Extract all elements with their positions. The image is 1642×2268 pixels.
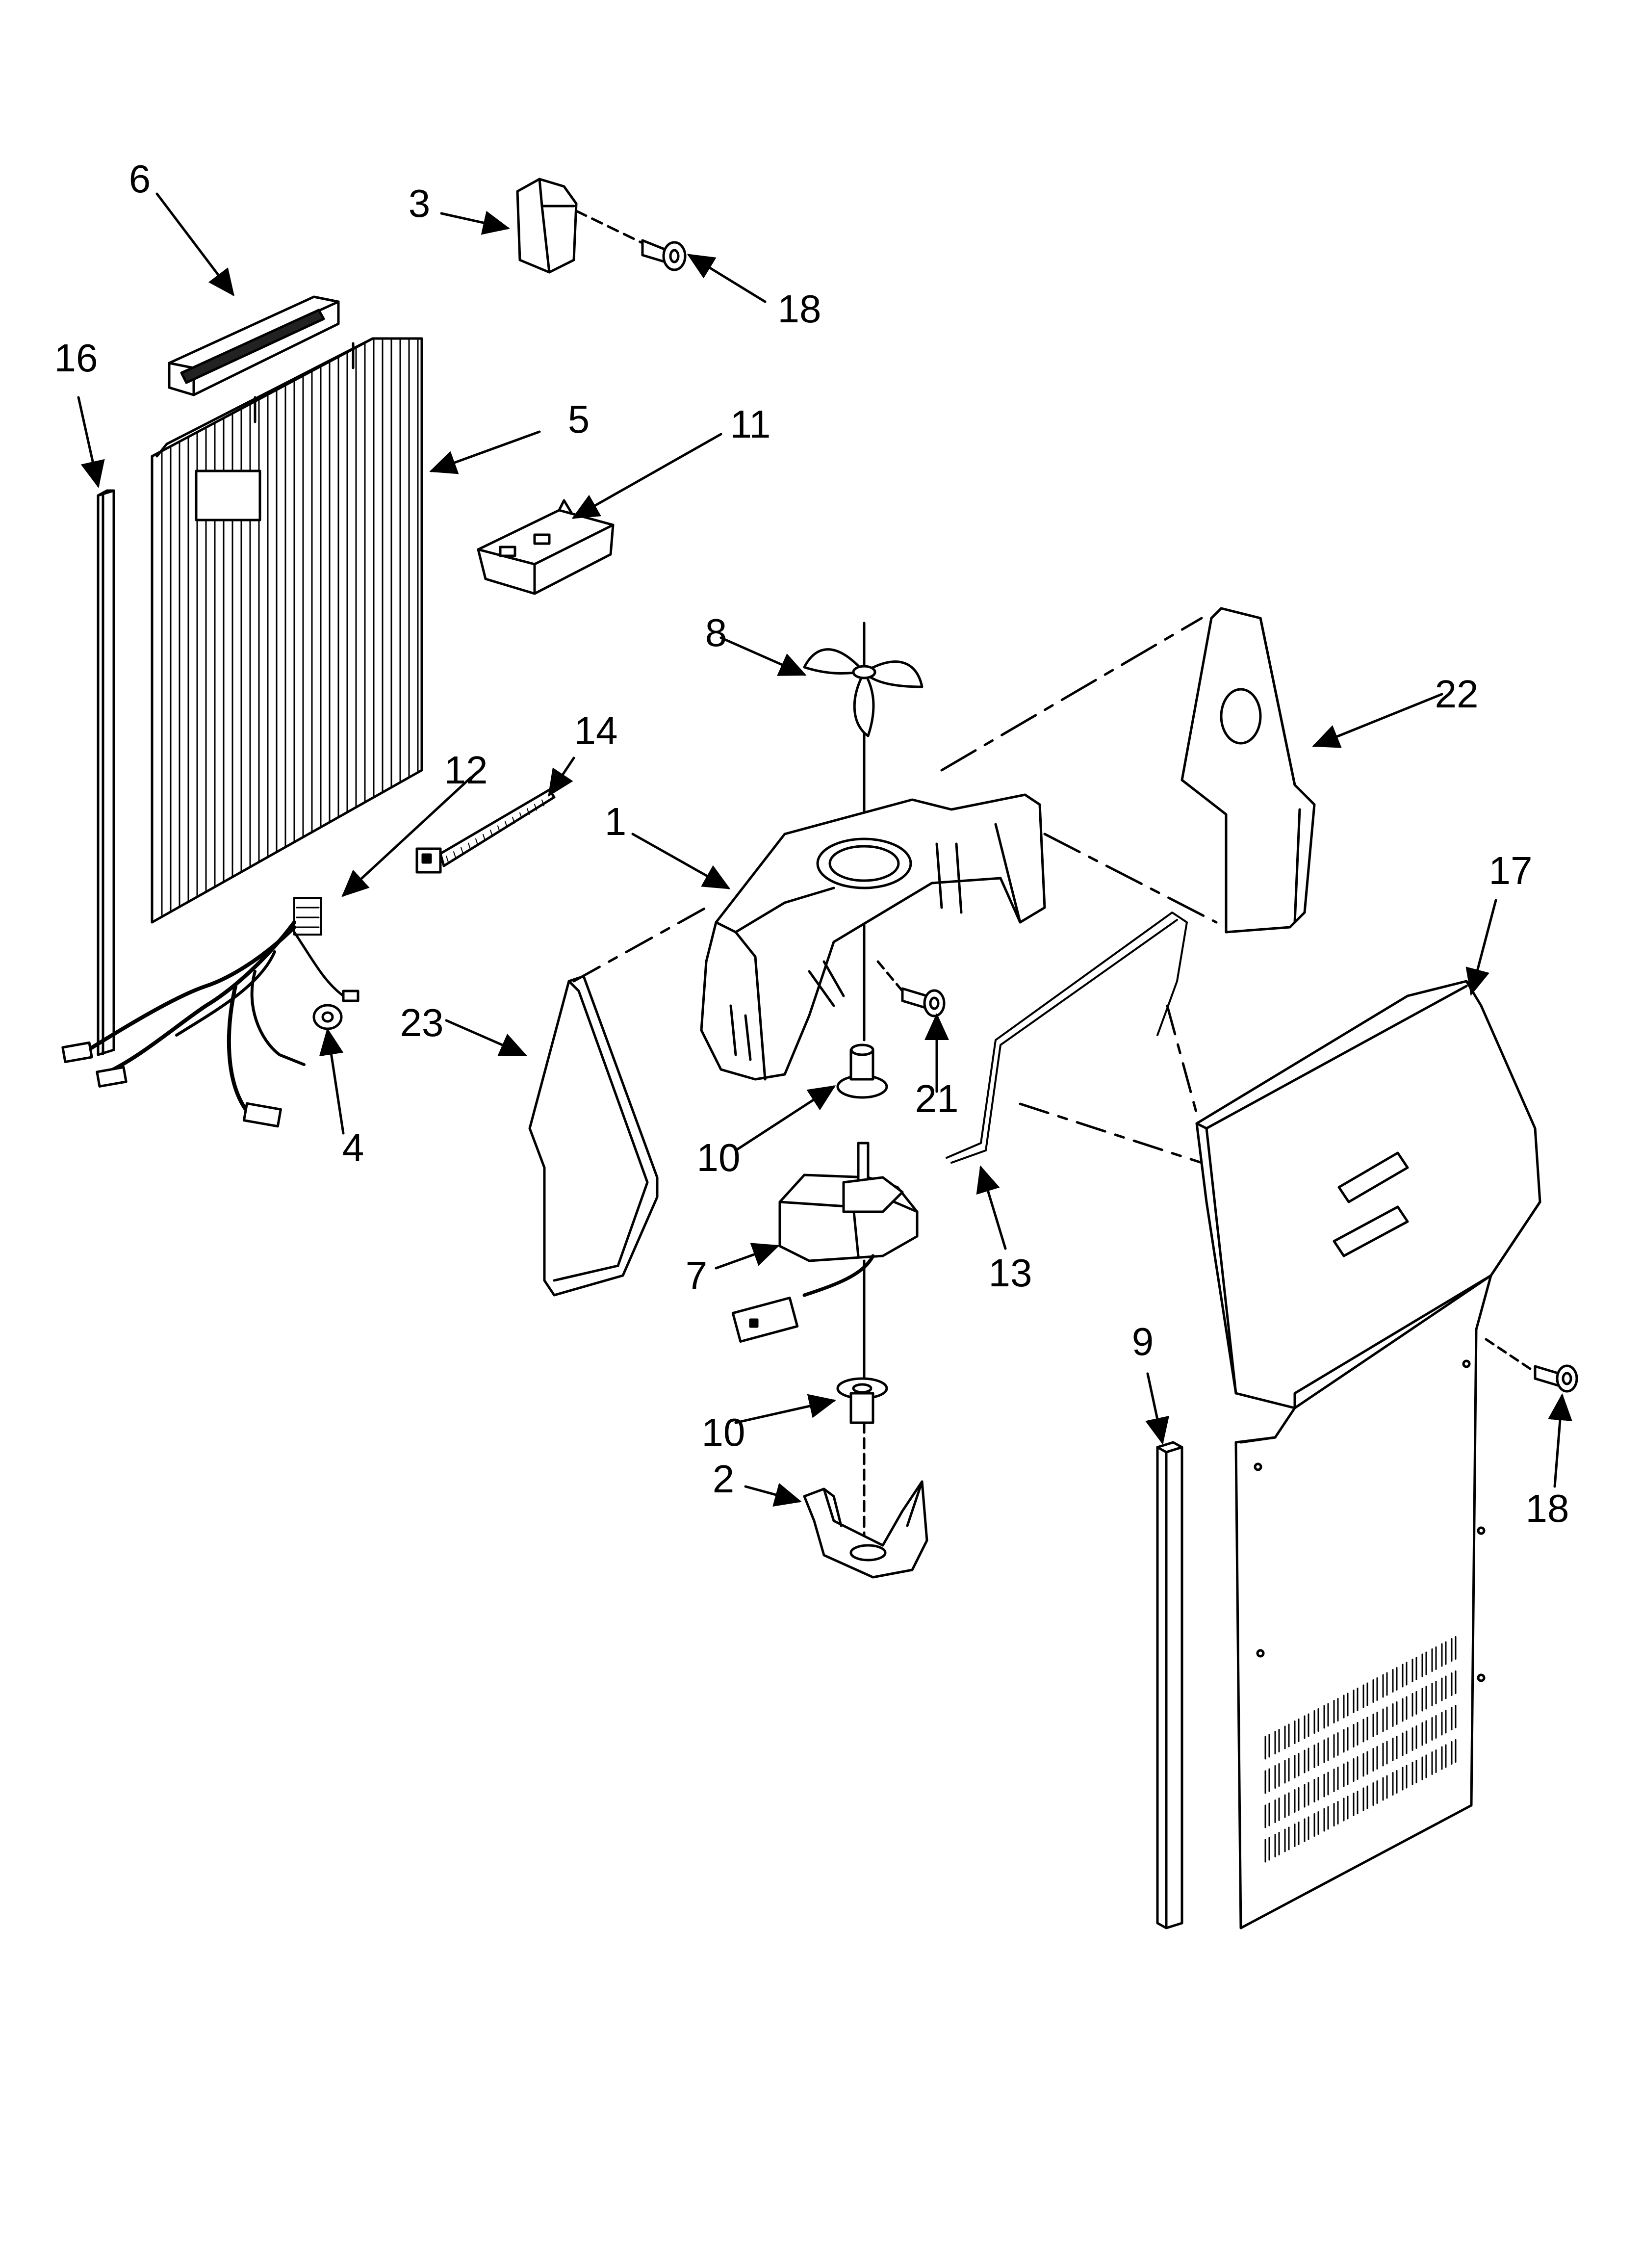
part-16-strip-drawing	[97, 489, 115, 1056]
callout-18-right: 18	[1525, 1486, 1569, 1530]
callout-3: 3	[408, 182, 431, 225]
callout-11: 11	[730, 402, 771, 446]
callout-5: 5	[567, 397, 590, 441]
part-10-grommet-lower-drawing	[836, 1377, 888, 1542]
part-18-screw-top-drawing	[641, 239, 687, 271]
part-17-cover-drawing	[1019, 980, 1541, 1929]
callout-10-lower: 10	[701, 1410, 745, 1454]
callout-13: 13	[988, 1251, 1032, 1295]
callout-2: 2	[712, 1457, 735, 1501]
part-5-liner-drawing	[151, 337, 423, 924]
part-10-grommet-upper-drawing	[836, 1043, 888, 1099]
callout-17: 17	[1488, 849, 1533, 892]
callout-1: 1	[604, 800, 627, 843]
callout-9: 9	[1131, 1320, 1154, 1363]
part-1-housing-drawing	[700, 793, 1046, 1081]
part-11-bracket-drawing	[477, 499, 615, 595]
part-9-strip-drawing	[1156, 1441, 1183, 1929]
callout-14: 14	[574, 709, 618, 753]
callout-12: 12	[444, 748, 488, 792]
part-4-thermistor-drawing	[312, 1004, 343, 1030]
part-13-rod-drawing	[946, 912, 1188, 1164]
part-2-bracket-drawing	[803, 1480, 928, 1579]
part-7-motor-drawing	[731, 1142, 919, 1385]
callout-16: 16	[54, 336, 98, 380]
callout-6: 6	[128, 157, 151, 201]
part-12-harness-drawing	[61, 897, 359, 1128]
callout-21: 21	[915, 1077, 959, 1121]
callout-4: 4	[342, 1126, 364, 1170]
callout-22: 22	[1435, 672, 1479, 716]
leader-arrows	[77, 192, 1572, 1507]
part-22-panel-drawing	[940, 607, 1316, 934]
part-3-bracket-drawing	[516, 178, 654, 274]
callout-10-upper: 10	[696, 1136, 741, 1179]
part-18-screw-right-drawing	[1534, 1364, 1578, 1393]
part-21-screw-drawing	[876, 960, 946, 1017]
callout-7: 7	[685, 1253, 708, 1297]
callout-23: 23	[400, 1001, 444, 1044]
callout-8: 8	[705, 611, 727, 654]
part-14-tie-drawing	[415, 788, 556, 874]
callout-18-top: 18	[777, 287, 821, 331]
part-8-fan-drawing	[803, 622, 924, 1042]
part-6-bar-drawing	[168, 295, 340, 396]
part-23-panel-drawing	[528, 906, 708, 1297]
